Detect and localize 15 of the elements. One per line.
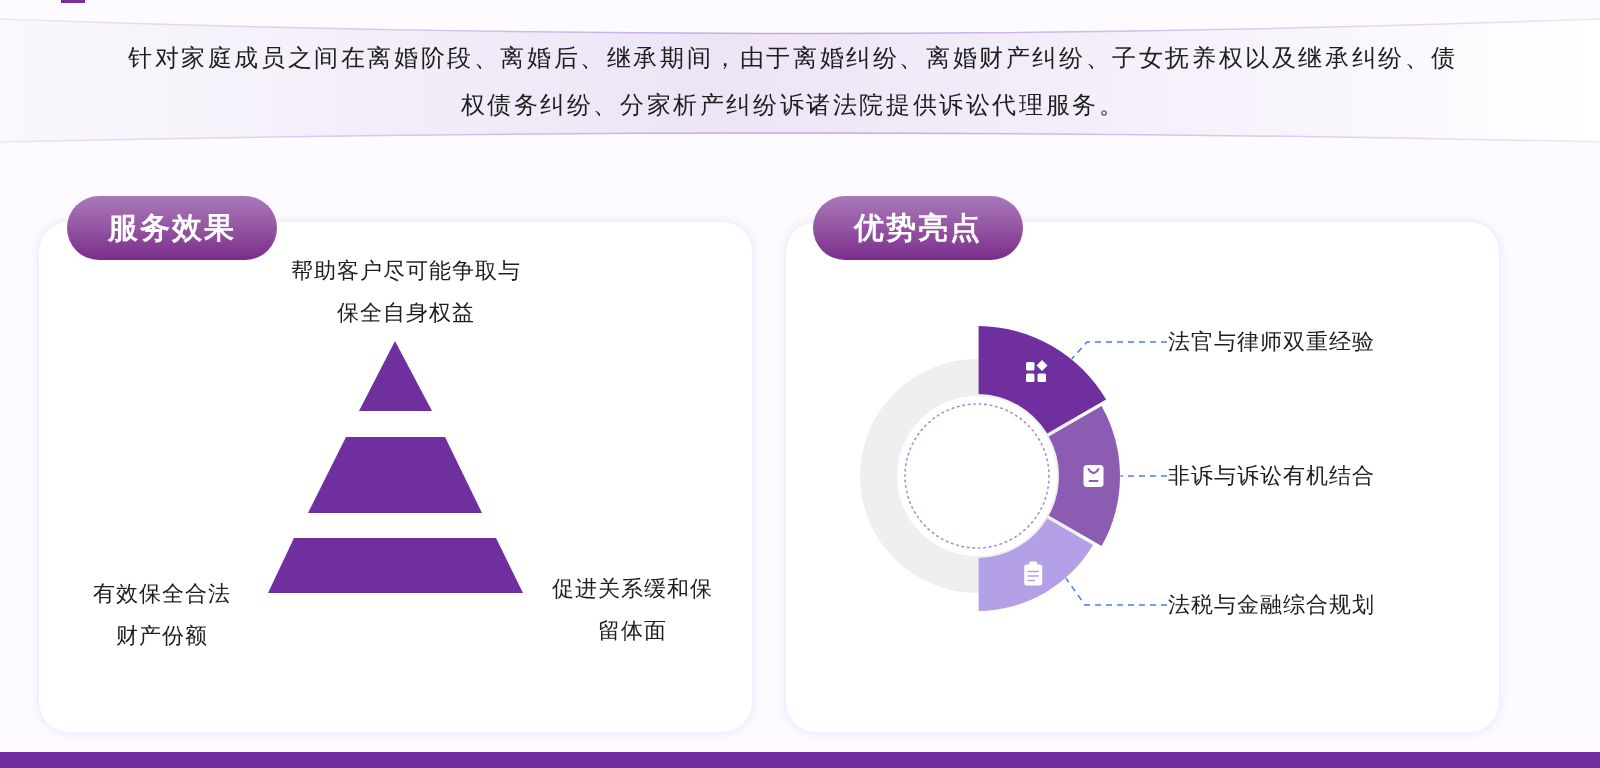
section-heading: 服务效果: [67, 196, 277, 260]
ring-segment: [1048, 405, 1120, 547]
intro-text: 针对家庭成员之间在离婚阶段、离婚后、继承期间，由于离婚纠纷、离婚财产纠纷、子女抚养权以及继承纠纷、债权债务纠纷、分家析产纠纷诉诸法院提供诉讼代理服务。: [127, 43, 1459, 120]
outcome-text: 促进关系缓和保留体面: [550, 575, 714, 645]
section-heading: 优势亮点: [813, 196, 1023, 260]
feature-text: 法税与金融综合规划: [1168, 590, 1375, 620]
leader-line: [1119, 475, 1168, 477]
outcome-text: 有效保全合法财产份额: [92, 580, 232, 650]
ring-segment: [978, 518, 1094, 611]
feature-text: 非诉与诉讼有机结合: [1168, 461, 1375, 491]
leader-line: [1065, 577, 1168, 606]
leader-line: [1070, 341, 1168, 360]
outcome-text: 帮助客户尽可能争取与保全自身权益: [290, 257, 522, 327]
feature-text: 法官与律师双重经验: [1168, 327, 1375, 357]
ring-segment: [978, 326, 1107, 434]
